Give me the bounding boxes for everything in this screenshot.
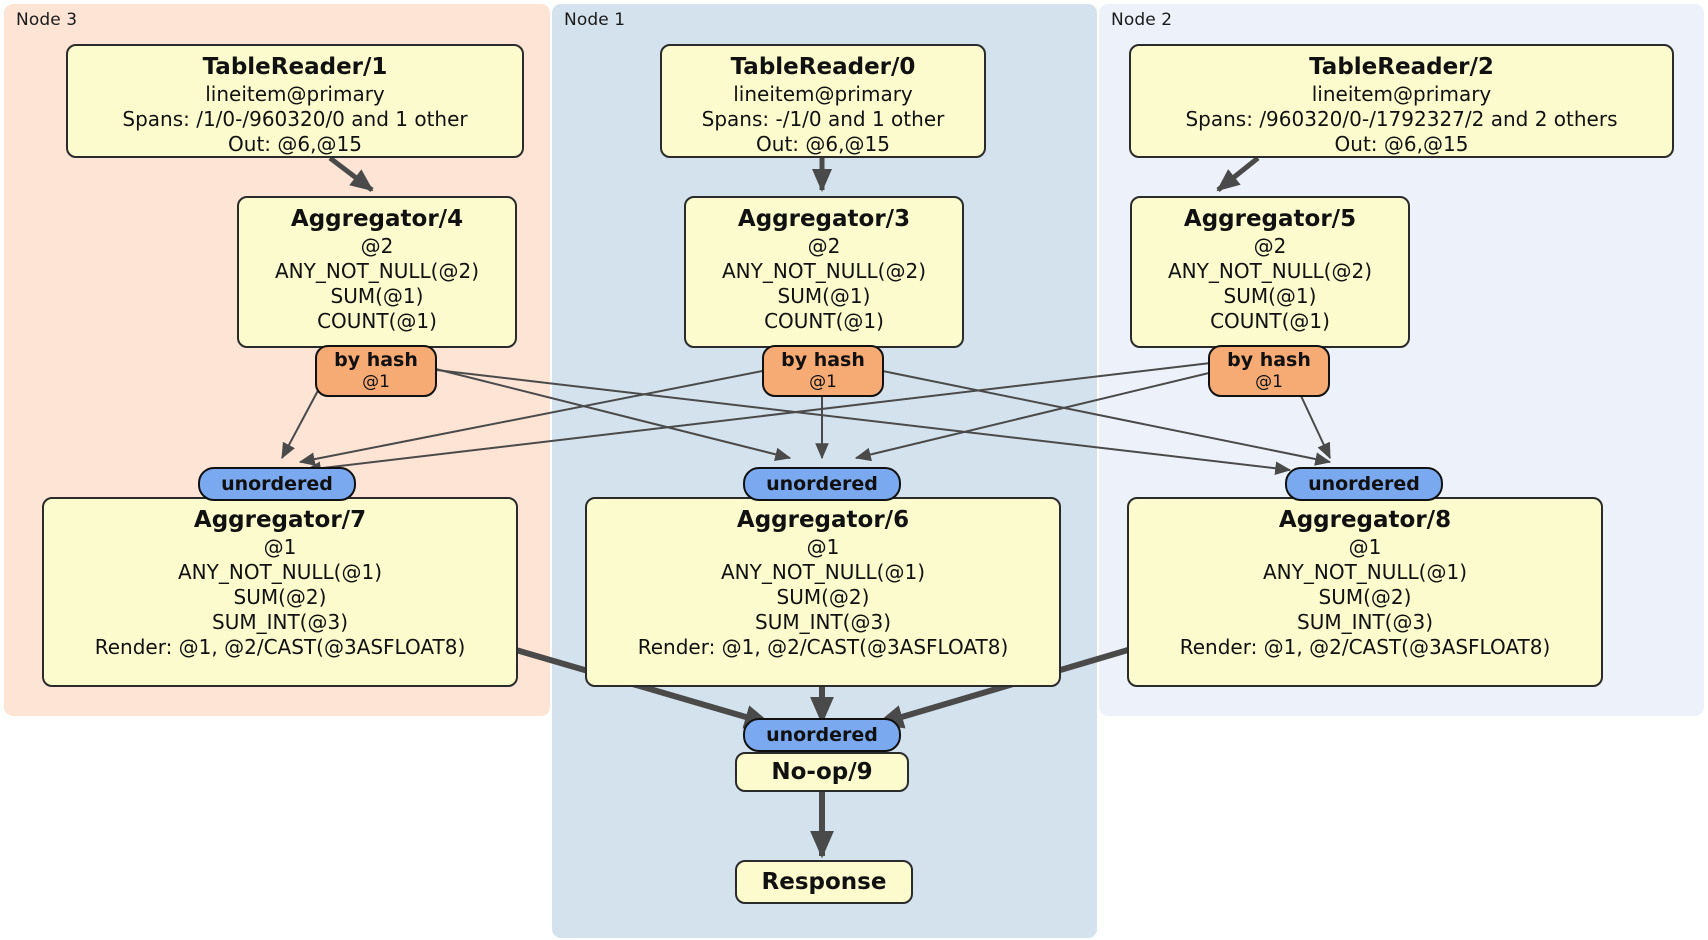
processor-line: COUNT(@1) [764,309,884,333]
badge-subtitle: @1 [809,372,837,392]
processor-title: Aggregator/8 [1278,507,1452,533]
processor-title: TableReader/0 [730,54,916,80]
processor-line: SUM_INT(@3) [212,610,348,634]
processor-line: SUM_INT(@3) [755,610,891,634]
processor-title: Aggregator/5 [1183,206,1357,232]
node-panel-label: Node 2 [1111,10,1173,30]
processor-box-aggregator-7[interactable]: Aggregator/7 @1 ANY_NOT_NULL(@1) SUM(@2)… [42,497,518,687]
processor-line: SUM(@2) [1318,585,1412,609]
badge-title: unordered [766,473,878,495]
processor-box-aggregator-3[interactable]: Aggregator/3 @2 ANY_NOT_NULL(@2) SUM(@1)… [684,196,964,348]
badge-title: by hash [1227,349,1311,371]
processor-line: lineitem@primary [205,82,385,106]
processor-line: @2 [1253,234,1287,258]
badge-subtitle: @1 [1255,372,1283,392]
processor-line: ANY_NOT_NULL(@2) [722,259,926,283]
processor-box-tablereader-0[interactable]: TableReader/0 lineitem@primary Spans: -/… [660,44,986,158]
input-sync-badge-unordered-right[interactable]: unordered [1285,467,1443,501]
processor-line: lineitem@primary [1311,82,1492,106]
processor-line: @2 [807,234,841,258]
badge-title: unordered [1308,473,1420,495]
processor-line: Render: @1, @2/CAST(@3ASFLOAT8) [94,635,466,659]
badge-title: unordered [221,473,333,495]
processor-line: @1 [263,535,297,559]
processor-line: Spans: /1/0-/960320/0 and 1 other [122,107,468,131]
output-router-badge-by-hash-center[interactable]: by hash @1 [762,345,884,397]
processor-line: ANY_NOT_NULL(@2) [275,259,479,283]
processor-line: ANY_NOT_NULL(@1) [178,560,382,584]
processor-title: Aggregator/4 [290,206,464,232]
processor-line: COUNT(@1) [317,309,437,333]
processor-line: ANY_NOT_NULL(@1) [1263,560,1467,584]
processor-box-noop-9[interactable]: No-op/9 [735,752,909,792]
processor-title: TableReader/2 [1309,54,1494,80]
badge-title: unordered [766,724,878,746]
processor-line: Render: @1, @2/CAST(@3ASFLOAT8) [637,635,1009,659]
processor-box-tablereader-2[interactable]: TableReader/2 lineitem@primary Spans: /9… [1129,44,1674,158]
processor-line: Out: @6,@15 [228,132,362,156]
output-router-badge-by-hash-right[interactable]: by hash @1 [1208,345,1330,397]
processor-line: ANY_NOT_NULL(@1) [721,560,925,584]
input-sync-badge-unordered-final[interactable]: unordered [743,718,901,752]
processor-line: SUM(@2) [776,585,870,609]
processor-box-response[interactable]: Response [735,860,913,904]
node-panel-label: Node 3 [16,10,78,30]
processor-title: Aggregator/7 [193,507,367,533]
processor-box-tablereader-1[interactable]: TableReader/1 lineitem@primary Spans: /1… [66,44,524,158]
processor-line: @1 [1348,535,1382,559]
processor-box-aggregator-5[interactable]: Aggregator/5 @2 ANY_NOT_NULL(@2) SUM(@1)… [1130,196,1410,348]
processor-line: SUM(@1) [1223,284,1317,308]
processor-line: Spans: /960320/0-/1792327/2 and 2 others [1185,107,1618,131]
badge-title: by hash [781,349,865,371]
processor-line: SUM(@1) [777,284,871,308]
processor-line: @2 [360,234,394,258]
processor-line: SUM(@1) [330,284,424,308]
badge-subtitle: @1 [362,372,390,392]
processor-line: Out: @6,@15 [1334,132,1469,156]
processor-line: lineitem@primary [733,82,913,106]
processor-line: Out: @6,@15 [756,132,890,156]
processor-line: Spans: -/1/0 and 1 other [701,107,945,131]
processor-line: @1 [806,535,840,559]
badge-title: by hash [334,349,418,371]
node-panel-label: Node 1 [564,10,626,30]
processor-line: SUM(@2) [233,585,327,609]
processor-title: Aggregator/3 [737,206,911,232]
processor-title: TableReader/1 [202,54,388,80]
input-sync-badge-unordered-center[interactable]: unordered [743,467,901,501]
processor-title: Response [761,869,887,895]
processor-line: COUNT(@1) [1210,309,1330,333]
processor-box-aggregator-4[interactable]: Aggregator/4 @2 ANY_NOT_NULL(@2) SUM(@1)… [237,196,517,348]
processor-title: Aggregator/6 [736,507,910,533]
processor-line: SUM_INT(@3) [1297,610,1433,634]
processor-line: ANY_NOT_NULL(@2) [1168,259,1372,283]
processor-box-aggregator-6[interactable]: Aggregator/6 @1 ANY_NOT_NULL(@1) SUM(@2)… [585,497,1061,687]
input-sync-badge-unordered-left[interactable]: unordered [198,467,356,501]
processor-box-aggregator-8[interactable]: Aggregator/8 @1 ANY_NOT_NULL(@1) SUM(@2)… [1127,497,1603,687]
output-router-badge-by-hash-left[interactable]: by hash @1 [315,345,437,397]
processor-line: Render: @1, @2/CAST(@3ASFLOAT8) [1179,635,1551,659]
processor-title: No-op/9 [771,759,873,785]
